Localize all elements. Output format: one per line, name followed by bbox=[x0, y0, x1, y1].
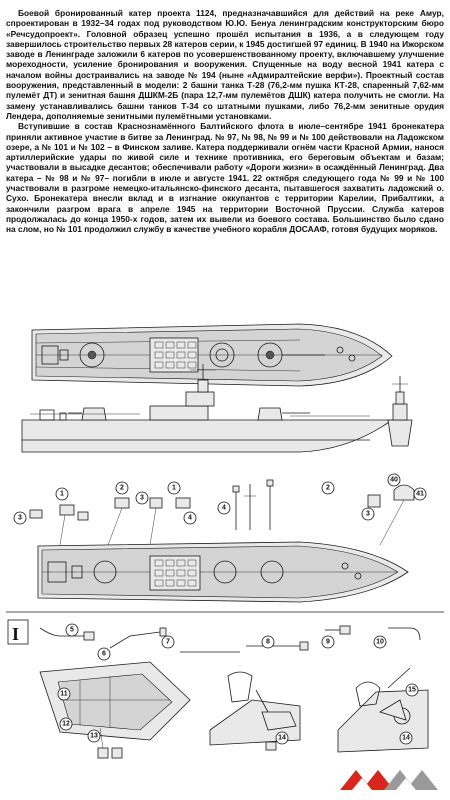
callout-c41: 41 bbox=[413, 487, 427, 501]
callout-c11: 11 bbox=[57, 687, 71, 701]
step-marker: I bbox=[12, 624, 19, 644]
svg-text:9: 9 bbox=[326, 639, 330, 646]
svg-text:5: 5 bbox=[70, 627, 74, 634]
svg-text:11: 11 bbox=[60, 691, 68, 698]
small-parts-group-right bbox=[367, 484, 415, 546]
callout-c40: 40 bbox=[387, 473, 401, 487]
callout-c8: 8 bbox=[261, 635, 275, 649]
callout-c4a: 4 bbox=[217, 501, 231, 515]
svg-text:40: 40 bbox=[390, 477, 398, 484]
callout-c3c: 3 bbox=[361, 507, 375, 521]
pipe-parts-row bbox=[39, 625, 421, 653]
svg-text:13: 13 bbox=[90, 733, 98, 740]
step-marker-box bbox=[7, 619, 29, 645]
assembly-plan-view bbox=[37, 541, 409, 603]
callout-c2a: 2 bbox=[115, 481, 129, 495]
svg-text:1: 1 bbox=[172, 485, 176, 492]
description-paragraph-1: Боевой бронированный катер проекта 1124,… bbox=[6, 8, 444, 121]
callout-c3a: 3 bbox=[13, 511, 27, 525]
callout-c13: 13 bbox=[87, 729, 101, 743]
svg-text:3: 3 bbox=[140, 495, 144, 502]
publisher-logo-icon bbox=[340, 770, 438, 790]
svg-text:10: 10 bbox=[376, 639, 384, 646]
callout-c3b: 3 bbox=[135, 491, 149, 505]
callout-c10: 10 bbox=[373, 635, 387, 649]
callout-c1b: 1 bbox=[167, 481, 181, 495]
svg-text:7: 7 bbox=[166, 639, 170, 646]
svg-text:2: 2 bbox=[326, 485, 330, 492]
description-text: Боевой бронированный катер проекта 1124,… bbox=[6, 8, 444, 235]
svg-text:6: 6 bbox=[102, 651, 106, 658]
callout-c5: 5 bbox=[65, 623, 79, 637]
svg-text:14: 14 bbox=[278, 735, 286, 742]
svg-text:41: 41 bbox=[416, 491, 424, 498]
svg-text:3: 3 bbox=[18, 515, 22, 522]
description-paragraph-2: Вступившие в состав Краснознамённого Бал… bbox=[6, 121, 444, 235]
bow-front-view bbox=[387, 376, 413, 447]
callout-c6: 6 bbox=[97, 647, 111, 661]
small-parts-group-left bbox=[29, 497, 191, 546]
callout-c9: 9 bbox=[321, 635, 335, 649]
svg-text:4: 4 bbox=[222, 505, 226, 512]
callout-c14a: 14 bbox=[275, 731, 289, 745]
svg-text:15: 15 bbox=[408, 687, 416, 694]
callout-c14b: 14 bbox=[399, 731, 413, 745]
callout-c4b: 4 bbox=[183, 511, 197, 525]
callout-c7: 7 bbox=[161, 635, 175, 649]
svg-text:8: 8 bbox=[266, 639, 270, 646]
callout-c1a: 1 bbox=[55, 487, 69, 501]
detail-view-stern bbox=[39, 661, 191, 759]
plan-view-top bbox=[31, 323, 393, 387]
mast-parts bbox=[232, 479, 274, 530]
svg-text:4: 4 bbox=[188, 515, 192, 522]
callout-c12: 12 bbox=[59, 717, 73, 731]
callout-c2b: 2 bbox=[321, 481, 335, 495]
svg-text:1: 1 bbox=[60, 491, 64, 498]
svg-text:12: 12 bbox=[62, 721, 70, 728]
svg-text:14: 14 bbox=[402, 735, 410, 742]
detail-view-propeller bbox=[337, 667, 429, 753]
svg-text:3: 3 bbox=[366, 511, 370, 518]
svg-text:2: 2 bbox=[120, 485, 124, 492]
callout-c15: 15 bbox=[405, 683, 419, 697]
